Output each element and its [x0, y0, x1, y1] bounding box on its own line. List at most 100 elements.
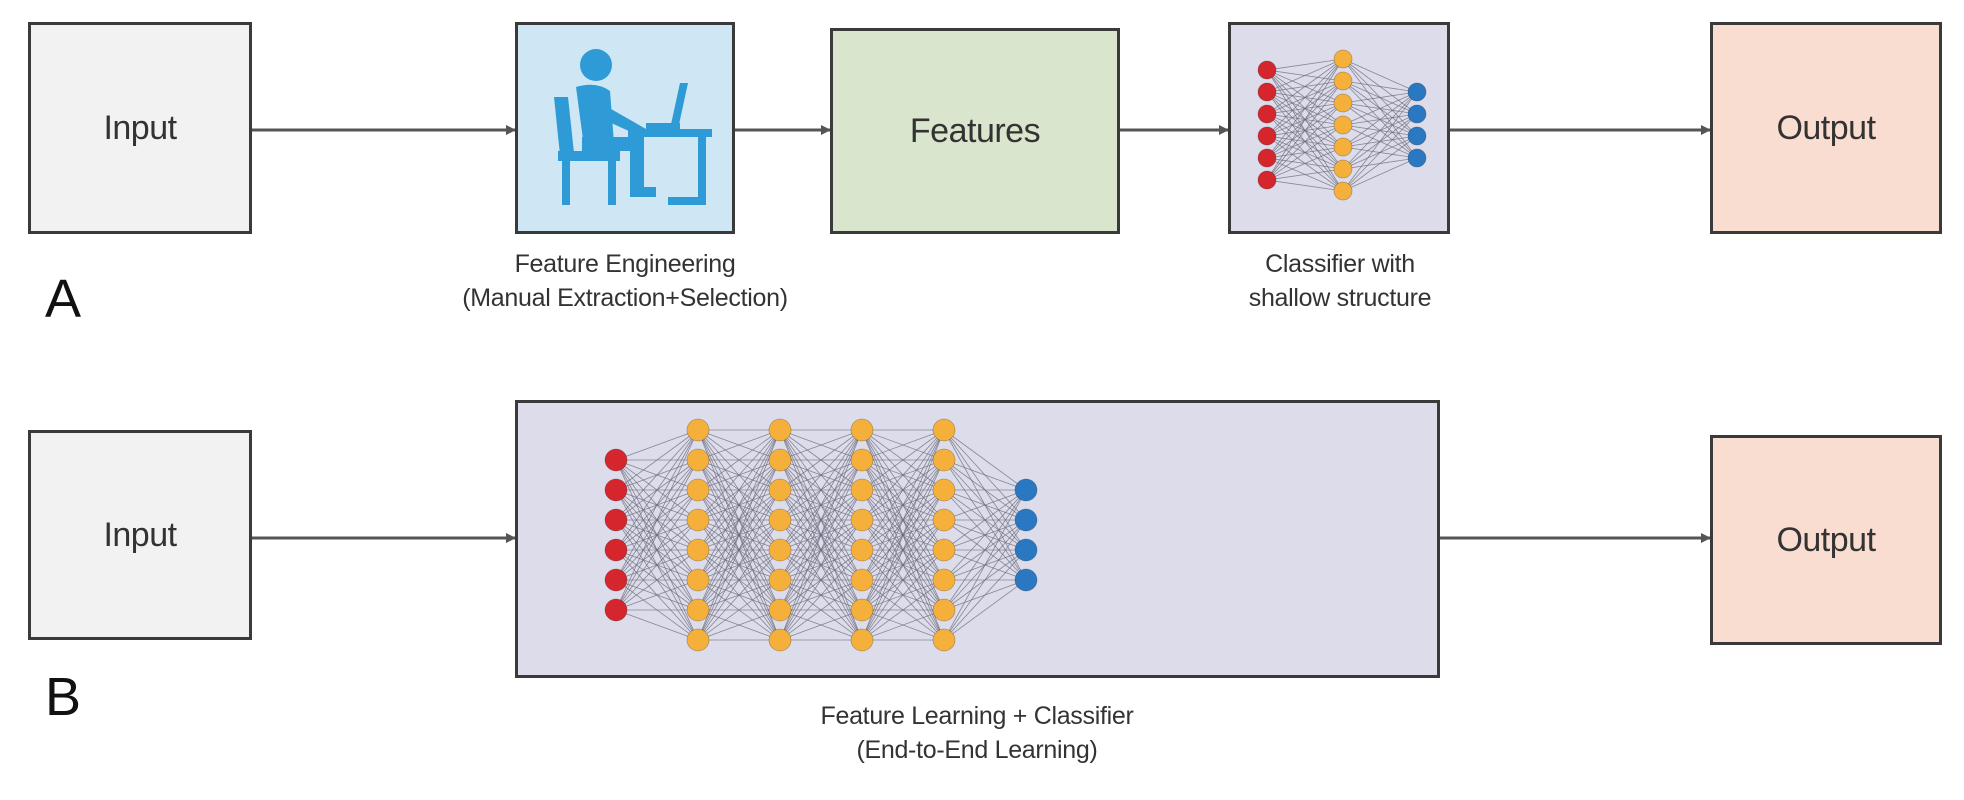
b-network-hidden-node: [850, 478, 874, 502]
b-network-hidden-node: [686, 628, 710, 652]
b-network-connection: [861, 429, 945, 521]
b-network-hidden-node: [850, 448, 874, 472]
b-network-connection: [779, 429, 863, 521]
b-network-hidden-node: [932, 508, 956, 532]
b-network-hidden-node: [932, 478, 956, 502]
b-network-connection: [697, 609, 781, 641]
a-network-connection: [1342, 58, 1418, 93]
a-features-label: Features: [909, 111, 1041, 150]
a-classifier-caption-line2: shallow structure: [1248, 283, 1432, 312]
a-feature-engineering-caption: Feature Engineering (Manual Extraction+S…: [410, 248, 840, 316]
a-network-connection: [1342, 135, 1418, 192]
a-classifier-caption-line1: Classifier with: [1265, 250, 1415, 278]
b-network-caption: Feature Learning + Classifier (End-to-En…: [727, 700, 1227, 768]
a-output-box: Output: [1710, 22, 1942, 234]
b-network-hidden-node: [850, 568, 874, 592]
b-network-hidden-node: [686, 448, 710, 472]
b-network-hidden-node: [768, 478, 792, 502]
a-network-hidden-node: [1333, 49, 1353, 69]
a-output-label: Output: [1776, 108, 1876, 147]
b-network-connection: [615, 429, 699, 551]
a-classifier-box: [1228, 22, 1450, 234]
b-network-connection: [697, 459, 781, 641]
b-network-output-node: [1014, 508, 1038, 532]
b-network-connection: [779, 459, 863, 641]
b-network-hidden-node: [932, 418, 956, 442]
b-network-connection: [779, 429, 863, 641]
a-network-connection: [1266, 58, 1344, 71]
b-network-connection: [943, 459, 1027, 491]
b-network-hidden-node: [686, 508, 710, 532]
b-network-connection: [697, 429, 781, 461]
b-network-output-node: [1014, 538, 1038, 562]
a-network-input-node: [1257, 60, 1277, 80]
a-network-input-node: [1257, 170, 1277, 190]
a-network-input-node: [1257, 148, 1277, 168]
b-network-input-node: [604, 538, 628, 562]
b-network-connection: [779, 609, 863, 641]
b-network-hidden-node: [768, 448, 792, 472]
a-network-connection: [1342, 113, 1418, 192]
b-network-connection: [697, 429, 781, 551]
b-network-connection: [861, 519, 945, 641]
b-output-label: Output: [1776, 520, 1876, 559]
b-network-hidden-node: [686, 478, 710, 502]
b-network-connection: [779, 429, 863, 461]
b-network-connection: [943, 489, 1027, 611]
a-classifier-caption: Classifier with shallow structure: [1190, 248, 1490, 316]
a-network-connection: [1266, 58, 1344, 115]
b-network-output-node: [1014, 568, 1038, 592]
b-network-hidden-node: [932, 448, 956, 472]
b-network-connection: [615, 459, 699, 611]
b-network-connection: [779, 519, 863, 641]
b-network-connection: [615, 429, 699, 581]
b-network-hidden-node: [932, 598, 956, 622]
a-network-connection: [1266, 58, 1344, 159]
b-network-connection: [697, 429, 781, 521]
b-network-hidden-node: [686, 598, 710, 622]
b-network-connection: [861, 429, 945, 641]
b-network-connection: [615, 609, 699, 641]
b-network-connection: [943, 519, 1027, 641]
a-network-connection: [1266, 102, 1344, 181]
b-network-connection: [615, 429, 699, 611]
a-network-output-node: [1407, 126, 1427, 146]
b-network-hidden-node: [850, 418, 874, 442]
b-network-connection: [697, 519, 781, 641]
b-network-connection: [615, 549, 699, 611]
b-network-box: [515, 400, 1440, 678]
b-network-connection: [943, 429, 1027, 491]
b-network-connection: [943, 489, 1027, 641]
b-network-connection: [861, 429, 945, 491]
a-network-connections: [1266, 58, 1418, 192]
b-deep-network: [604, 418, 1038, 652]
panel-b-letter: B: [45, 667, 82, 727]
a-network-connection: [1342, 157, 1418, 192]
a-network-connection: [1266, 58, 1344, 137]
a-network-output-node: [1407, 148, 1427, 168]
a-network-input-node: [1257, 82, 1277, 102]
b-network-hidden-node: [768, 568, 792, 592]
a-network-connection: [1266, 80, 1344, 181]
b-network-connection: [615, 429, 699, 491]
a-network-connection: [1266, 58, 1344, 181]
b-network-connection: [779, 429, 863, 491]
b-network-output-node: [1014, 478, 1038, 502]
b-network-hidden-node: [768, 628, 792, 652]
a-network-connection: [1266, 179, 1344, 192]
a-feature-engineering-caption-line2: (Manual Extraction+Selection): [462, 283, 788, 312]
a-network-connection: [1342, 91, 1418, 104]
b-network-input-node: [604, 478, 628, 502]
b-network-connection: [779, 549, 863, 641]
b-output-box: Output: [1710, 435, 1942, 645]
b-network-connection: [697, 549, 781, 641]
a-network-hidden-node: [1333, 71, 1353, 91]
b-network-connection: [861, 549, 945, 641]
b-network-hidden-node: [768, 598, 792, 622]
b-network-hidden-node: [686, 418, 710, 442]
b-network-connection: [861, 579, 945, 641]
b-network-connection: [861, 609, 945, 641]
b-network-connection: [779, 489, 863, 641]
b-network-connection: [943, 489, 1027, 551]
b-network-connection: [697, 429, 781, 491]
